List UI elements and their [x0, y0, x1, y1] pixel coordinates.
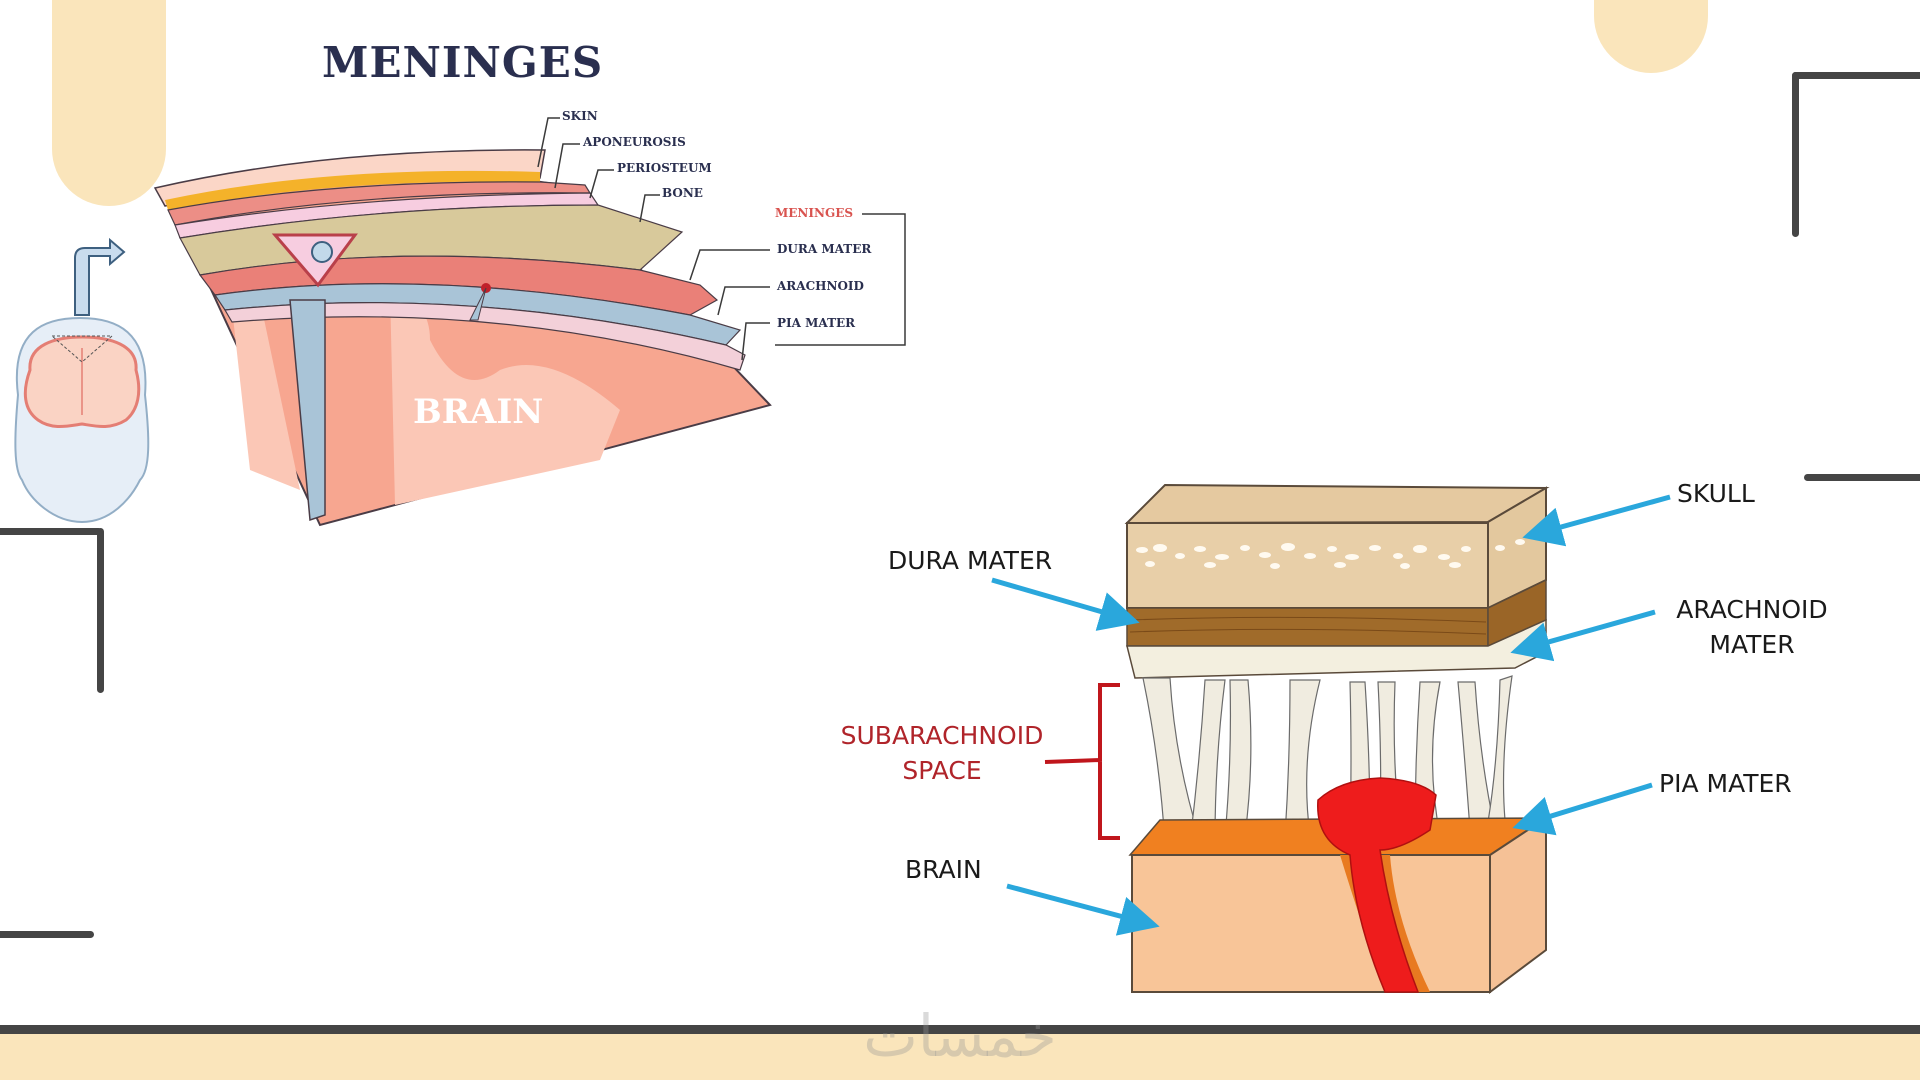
label-meninges-group: MENINGES — [775, 206, 854, 220]
layer-block — [1124, 483, 1550, 994]
label-subarachnoid-line2: SPACE — [902, 756, 982, 785]
arrow-dura — [991, 577, 1140, 631]
scalp-label-leaders — [537, 117, 906, 361]
footer-band — [0, 1025, 1920, 1080]
label-brain: BRAIN — [905, 855, 982, 884]
head-icon — [14, 316, 150, 524]
label-brain-top: BRAIN — [413, 392, 544, 432]
label-dura-mater: DURA MATER — [888, 546, 1053, 575]
label-subarachnoid-line1: SUBARACHNOID — [840, 721, 1044, 750]
divider-line-right — [1804, 474, 1920, 481]
pointer-arrows — [991, 494, 1671, 936]
label-pia-mater-top: PIA MATER — [777, 316, 856, 330]
corner-bracket-top-right-h — [1792, 72, 1920, 79]
divider-line-left — [0, 931, 94, 938]
subarachnoid-brace — [1044, 683, 1120, 840]
corner-bracket-left-h — [0, 528, 102, 535]
label-arachnoid-top: ARACHNOID — [777, 279, 864, 293]
label-aponeurosis: APONEUROSIS — [583, 135, 686, 149]
label-dura-mater-top: DURA MATER — [777, 242, 872, 256]
arrow-pia — [1512, 782, 1653, 836]
arrow-up-right-icon — [74, 237, 126, 316]
label-subarachnoid-space: SUBARACHNOID SPACE — [822, 718, 1062, 788]
arrow-brain — [1006, 883, 1160, 936]
slide-title: MENINGES — [322, 38, 604, 87]
label-skull: SKULL — [1677, 479, 1755, 508]
label-arachnoid-mater: ARACHNOID MATER — [1662, 592, 1842, 662]
corner-bracket-left-v — [97, 528, 104, 693]
label-skin: SKIN — [562, 109, 598, 123]
label-arachnoid-line1: ARACHNOID — [1676, 595, 1828, 624]
skull-cross-section — [153, 149, 772, 527]
watermark: خمسات — [863, 1002, 1057, 1070]
corner-bracket-top-right-v — [1792, 72, 1799, 237]
label-arachnoid-line2: MATER — [1709, 630, 1795, 659]
arrow-skull — [1522, 494, 1671, 547]
label-periosteum: PERIOSTEUM — [617, 161, 712, 175]
decorative-pill-left — [52, 0, 166, 206]
label-bone: BONE — [662, 186, 703, 200]
arrow-arachnoid — [1510, 609, 1656, 662]
label-pia-mater: PIA MATER — [1659, 769, 1792, 798]
bone-pores — [1136, 539, 1525, 569]
footer-rule — [0, 1025, 1920, 1034]
